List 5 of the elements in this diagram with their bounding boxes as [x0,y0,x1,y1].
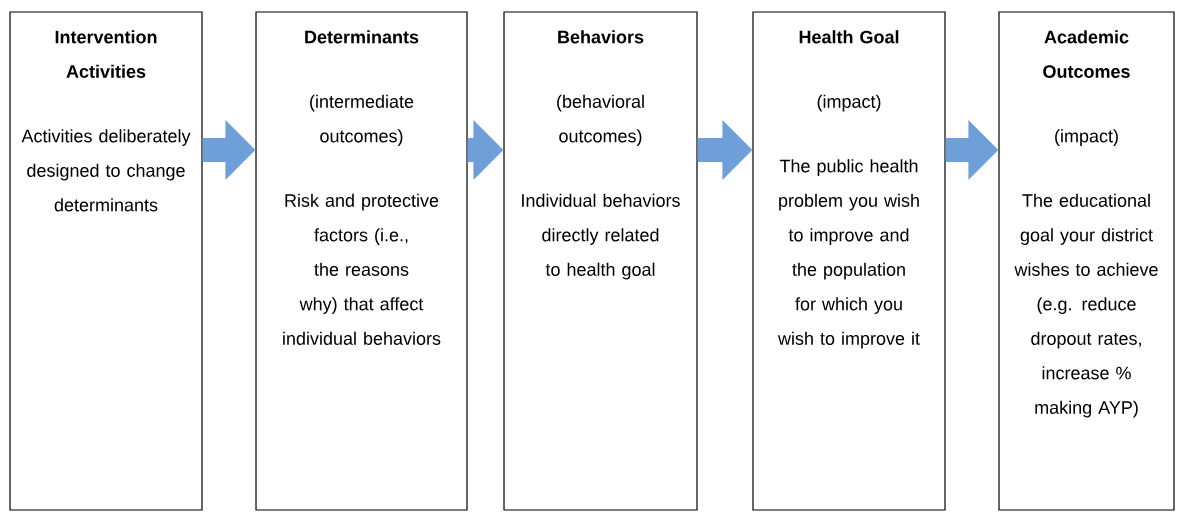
process-box: Behaviors (behavioral outcomes) Individual behaviors directly related to health goal [503,11,698,511]
process-box: Determinants (intermediate outcomes) Risk and protective factors (i.e., the reasons why) that affect individual behaviors [255,11,468,511]
process-box: Health Goal (impact) The public health problem you wish to improve and the population for which you wish to improve it [752,11,946,511]
process-box: Academic Outcomes (impact) The educational goal your district wishes to achieve (e.g. reduce dropout rates, increase % making AYP) [998,11,1175,511]
process-box: Intervention Activities Activities deliberately designed to change determinants [9,11,203,511]
